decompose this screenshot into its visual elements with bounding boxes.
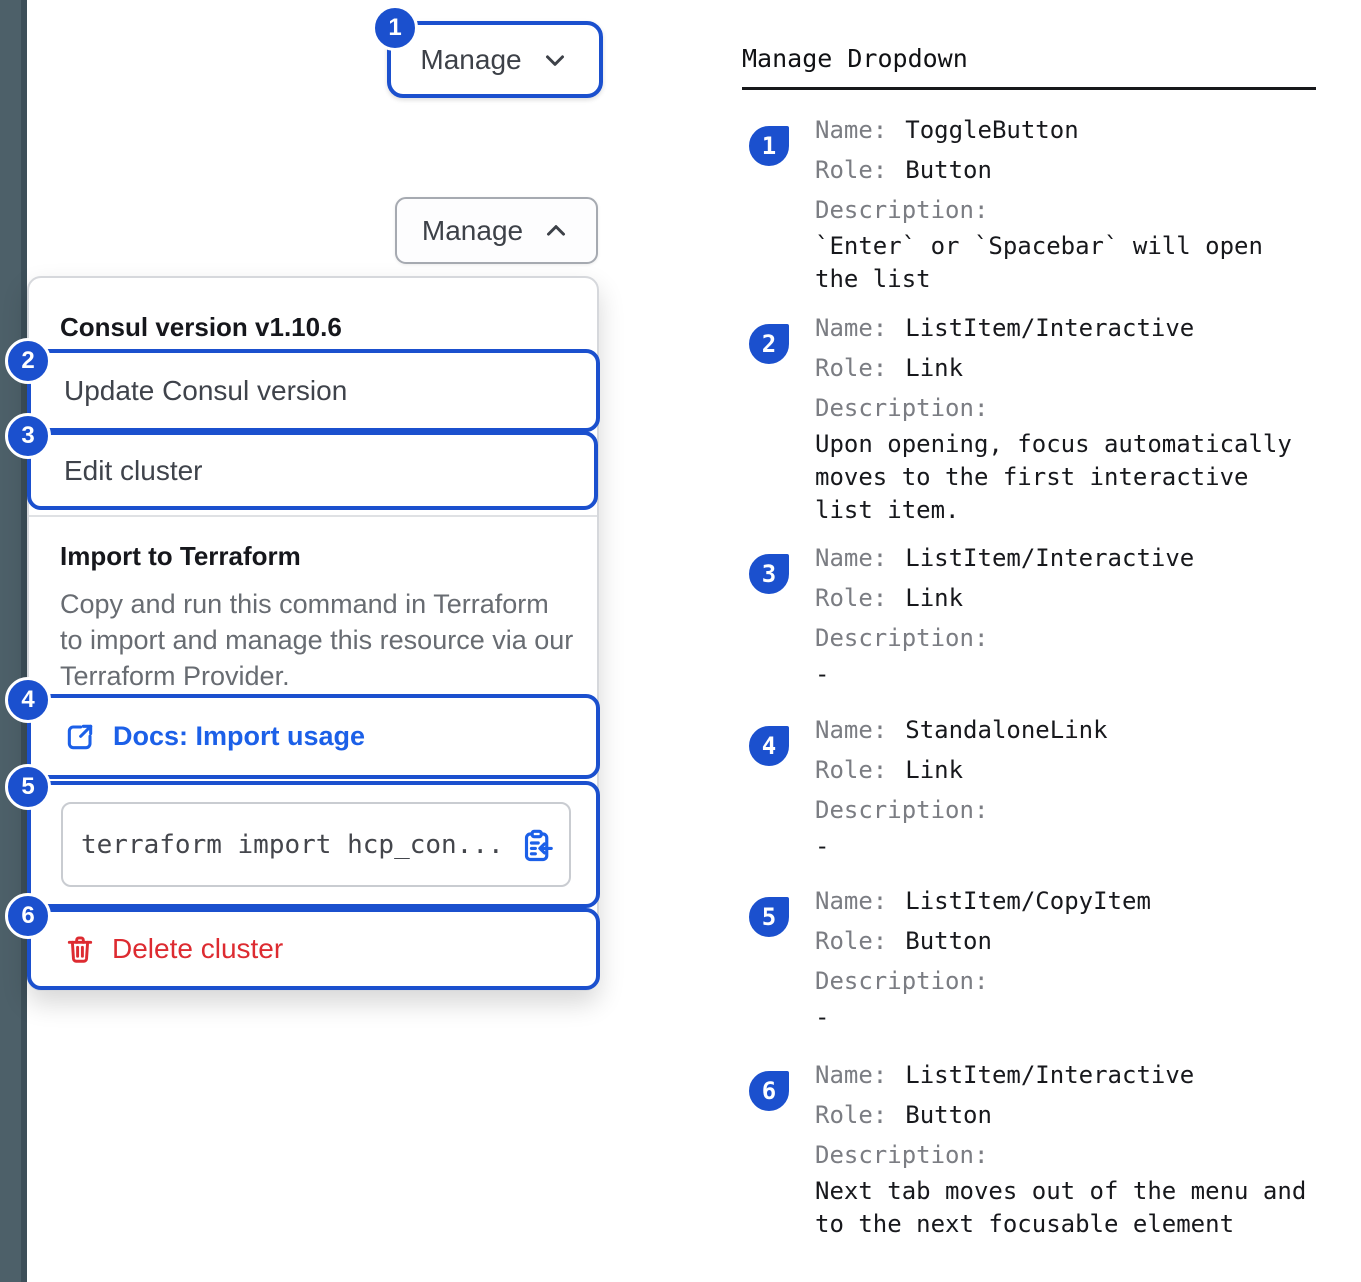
legend-role-row: Role:Button	[815, 156, 992, 184]
legend-role-row: Role:Link	[815, 584, 964, 612]
legend-description-label: Description:	[815, 967, 989, 995]
legend-name-row: Name:ToggleButton	[815, 116, 1079, 144]
menu-item-label: Edit cluster	[64, 454, 203, 486]
legend-name-row: Name:ListItem/CopyItem	[815, 887, 1151, 915]
import-section-title: Import to Terraform	[60, 541, 301, 571]
copy-command-row: terraform import hcp_con...	[27, 781, 600, 908]
legend-description-text: Next tab moves out of the menu and to th…	[815, 1177, 1307, 1238]
legend-name-row: Name:ListItem/Interactive	[815, 1061, 1195, 1089]
legend-title: Manage Dropdown	[742, 44, 968, 73]
docs-import-usage-link[interactable]: Docs: Import usage	[27, 694, 600, 779]
delete-cluster-label: Delete cluster	[112, 933, 284, 964]
legend-badge-5: 5	[747, 895, 791, 939]
legend-item-3: 3 Name:ListItem/Interactive Role:Link De…	[742, 538, 1322, 691]
external-link-icon	[64, 721, 96, 753]
clipboard-copy-icon[interactable]	[519, 828, 555, 864]
annotation-badge-4: 4	[5, 677, 51, 723]
legend-item-1: 1 Name:ToggleButton Role:Button Descript…	[742, 110, 1322, 296]
legend-name-row: Name:StandaloneLink	[815, 716, 1108, 744]
legend-item-5: 5 Name:ListItem/CopyItem Role:Button Des…	[742, 881, 1322, 1034]
manage-button-label: Manage	[421, 214, 524, 246]
legend-role-row: Role:Link	[815, 354, 964, 382]
chevron-down-icon	[540, 45, 570, 75]
menu-item-edit-cluster[interactable]: Edit cluster	[27, 431, 598, 510]
legend-description-text: Upon opening, focus automatically moves …	[815, 430, 1292, 524]
annotation-badge-5: 5	[5, 764, 51, 810]
menu-divider	[29, 515, 597, 517]
legend-description-label: Description:	[815, 196, 989, 224]
legend-description-label: Description:	[815, 624, 989, 652]
annotation-badge-2: 2	[5, 338, 51, 384]
app-edge-strip	[0, 0, 27, 1282]
legend-description-text: -	[815, 660, 830, 688]
menu-item-label: Update Consul version	[64, 374, 348, 406]
manage-button-label: Manage	[420, 43, 522, 75]
chevron-up-icon	[541, 216, 571, 246]
annotation-badge-6: 6	[5, 893, 51, 939]
legend-name-row: Name:ListItem/Interactive	[815, 544, 1195, 572]
annotation-badge-1: 1	[372, 5, 418, 51]
legend-badge-3: 3	[747, 552, 791, 596]
import-section-description: Copy and run this command in Terraform t…	[60, 589, 574, 691]
menu-item-delete-cluster[interactable]: Delete cluster	[27, 908, 600, 990]
trash-icon	[64, 933, 96, 965]
legend-description-label: Description:	[815, 1141, 989, 1169]
manage-toggle-button-open[interactable]: Manage	[395, 197, 598, 264]
terraform-command-text: terraform import hcp_con...	[81, 829, 504, 860]
legend-role-row: Role:Link	[815, 756, 964, 784]
legend-item-4: 4 Name:StandaloneLink Role:Link Descript…	[742, 710, 1322, 863]
legend-description-label: Description:	[815, 394, 989, 422]
legend-name-row: Name:ListItem/Interactive	[815, 314, 1195, 342]
menu-item-update-consul-version[interactable]: Update Consul version	[27, 349, 600, 432]
legend-role-row: Role:Button	[815, 927, 992, 955]
legend-item-2: 2 Name:ListItem/Interactive Role:Link De…	[742, 308, 1322, 527]
legend-badge-4: 4	[747, 724, 791, 768]
legend-description-text: -	[815, 1003, 830, 1031]
legend-role-row: Role:Button	[815, 1101, 992, 1129]
docs-link-label: Docs: Import usage	[113, 721, 366, 751]
annotation-badge-3: 3	[5, 413, 51, 459]
legend-title-rule	[742, 87, 1316, 90]
legend-description-text: `Enter` or `Spacebar` will open the list	[815, 232, 1263, 293]
legend-badge-1: 1	[747, 124, 791, 168]
legend-badge-2: 2	[747, 322, 791, 366]
legend-description-text: -	[815, 832, 830, 860]
legend-badge-6: 6	[747, 1069, 791, 1113]
manage-toggle-button[interactable]: Manage	[387, 21, 603, 98]
legend-description-label: Description:	[815, 796, 989, 824]
copy-command-button[interactable]: terraform import hcp_con...	[61, 802, 571, 887]
consul-version-header: Consul version v1.10.6	[60, 312, 342, 342]
legend-item-6: 6 Name:ListItem/Interactive Role:Button …	[742, 1055, 1322, 1241]
